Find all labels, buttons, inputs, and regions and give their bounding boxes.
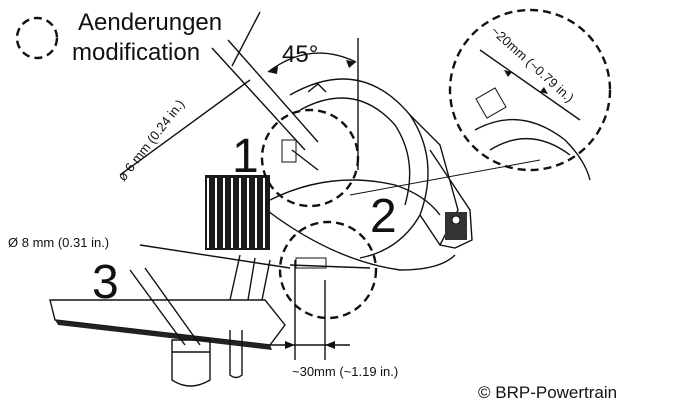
callout-3-leader-a — [129, 269, 186, 346]
angle-arc — [267, 52, 357, 73]
cylinder-body — [289, 78, 429, 259]
zoom-arrow-a — [504, 70, 512, 77]
fitting-bottom — [171, 339, 211, 387]
zoom-cylinder-curve-2 — [489, 138, 571, 156]
finned-block — [205, 175, 270, 250]
cylinder-side-panel — [429, 149, 473, 249]
callout-2: 2 — [370, 190, 397, 243]
drill-guide-line-b — [227, 39, 319, 143]
legend-dashed-circle — [15, 16, 59, 60]
zoom-dim-line — [479, 49, 581, 121]
length-30-label: ~30mm (~1.19 in.) — [292, 364, 398, 379]
angle-arrow-right — [346, 60, 356, 68]
drill-guide-line-c — [231, 11, 261, 67]
callout-3-leader-b — [144, 267, 201, 346]
dim-30-arrow-left — [285, 341, 295, 349]
copyright: © BRP-Powertrain — [478, 383, 617, 402]
fixture-bolt — [451, 215, 461, 225]
cylinder-lower-arc — [269, 179, 441, 216]
zoom-cylinder-curve — [474, 118, 591, 181]
diameter-8-label: Ø 8 mm (0.31 in.) — [8, 235, 109, 250]
fixture-bracket — [445, 212, 467, 240]
cylinder-top-fin — [307, 83, 327, 93]
drill-bit-1 — [291, 149, 319, 171]
drill-insert-1 — [281, 139, 297, 163]
callout-1: 1 — [232, 130, 259, 183]
angle-arrow-left — [268, 66, 278, 74]
drill-insert-2 — [295, 257, 327, 269]
detail-circle-zoom — [448, 8, 612, 172]
detail-circle-2 — [278, 220, 378, 320]
drill-axis-2 — [289, 264, 371, 269]
cylinder-bottom-curve — [259, 204, 456, 271]
diameter-8-leader — [139, 244, 291, 269]
drill-guide-line-a — [211, 47, 306, 151]
legend-line-1: Aenderungen — [78, 9, 222, 36]
angle-label: 45° — [282, 41, 318, 68]
detail-circle-1 — [260, 108, 360, 208]
dim-30-arrow-right — [325, 341, 335, 349]
base-support — [229, 254, 271, 301]
diameter-6-label: ø 6 mm (0.24 in.) — [115, 97, 188, 184]
zoom-insert — [475, 87, 507, 119]
zoom-leader — [349, 159, 541, 196]
cylinder-inner-arc — [299, 97, 411, 206]
legend-line-2: modification — [72, 39, 200, 66]
cylinder-right-edge — [409, 114, 459, 247]
diameter-6-leader — [119, 79, 251, 176]
callout-3: 3 — [92, 256, 119, 309]
base-plate — [49, 299, 286, 346]
base-plate-edge — [55, 320, 272, 350]
zoom-arrow-b — [540, 87, 548, 94]
fitting-nozzle — [229, 330, 243, 379]
